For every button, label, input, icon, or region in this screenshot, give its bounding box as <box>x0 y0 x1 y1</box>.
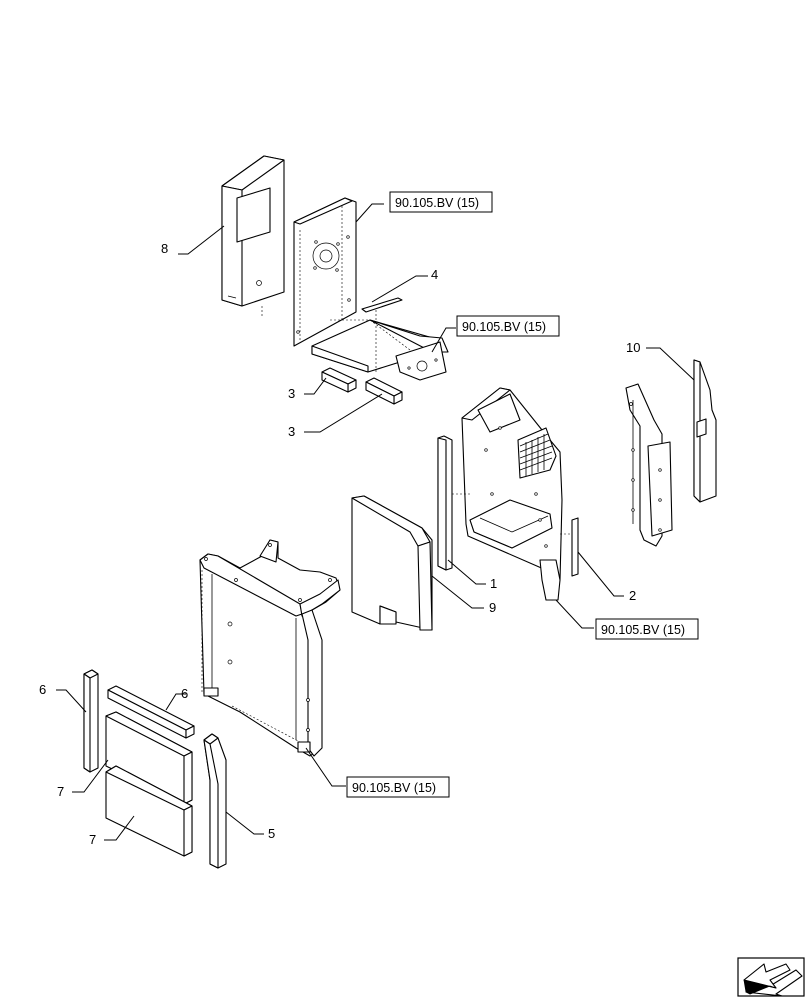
side-rail-bracket[interactable] <box>625 383 673 547</box>
callout-7b: 7 <box>89 832 96 847</box>
callout-1: 1 <box>490 576 497 591</box>
part-7-panel-b[interactable] <box>105 765 193 857</box>
part-4-strip[interactable] <box>361 297 403 313</box>
part-5-bar[interactable] <box>203 733 227 869</box>
large-side-frame[interactable] <box>199 539 341 757</box>
part-3-bar-b[interactable] <box>365 377 403 405</box>
main-frame[interactable] <box>452 387 574 601</box>
part-2-strip[interactable] <box>571 517 579 577</box>
arrow-navigation-icon[interactable] <box>737 957 805 997</box>
reference-box-1[interactable]: 90.105.BV (15) <box>389 191 493 213</box>
callout-9: 9 <box>489 600 496 615</box>
part-1-strip[interactable] <box>437 435 453 571</box>
callout-4: 4 <box>431 267 438 282</box>
part-9-block[interactable] <box>351 495 433 631</box>
callout-8: 8 <box>161 241 168 256</box>
callout-2: 2 <box>629 588 636 603</box>
callout-3a: 3 <box>288 386 295 401</box>
part-7-panel-a[interactable] <box>105 711 193 805</box>
reference-box-3[interactable]: 90.105.BV (15) <box>595 618 699 640</box>
leader-lines <box>56 203 695 841</box>
upper-bracket-frame[interactable] <box>261 197 449 381</box>
reference-box-4[interactable]: 90.105.BV (15) <box>346 776 450 798</box>
part-6-horizontal-bar[interactable] <box>107 685 195 739</box>
reference-box-2[interactable]: 90.105.BV (15) <box>456 315 560 337</box>
callout-6a: 6 <box>39 682 46 697</box>
callout-7a: 7 <box>57 784 64 799</box>
callout-10: 10 <box>626 340 640 355</box>
part-10-panel[interactable] <box>693 359 717 503</box>
reference-text: 90.105.BV (15) <box>462 320 546 334</box>
callout-6b: 6 <box>181 686 188 701</box>
part-6-vertical-bar[interactable] <box>83 669 99 773</box>
part-3-bar-a[interactable] <box>321 367 357 393</box>
callout-3b: 3 <box>288 424 295 439</box>
part-8-panel[interactable] <box>221 155 285 307</box>
reference-text: 90.105.BV (15) <box>352 781 436 795</box>
callout-labels: 8 4 3 3 10 1 2 9 6 6 7 7 5 <box>39 241 640 847</box>
callout-5: 5 <box>268 826 275 841</box>
reference-text: 90.105.BV (15) <box>395 196 479 210</box>
reference-text: 90.105.BV (15) <box>601 623 685 637</box>
